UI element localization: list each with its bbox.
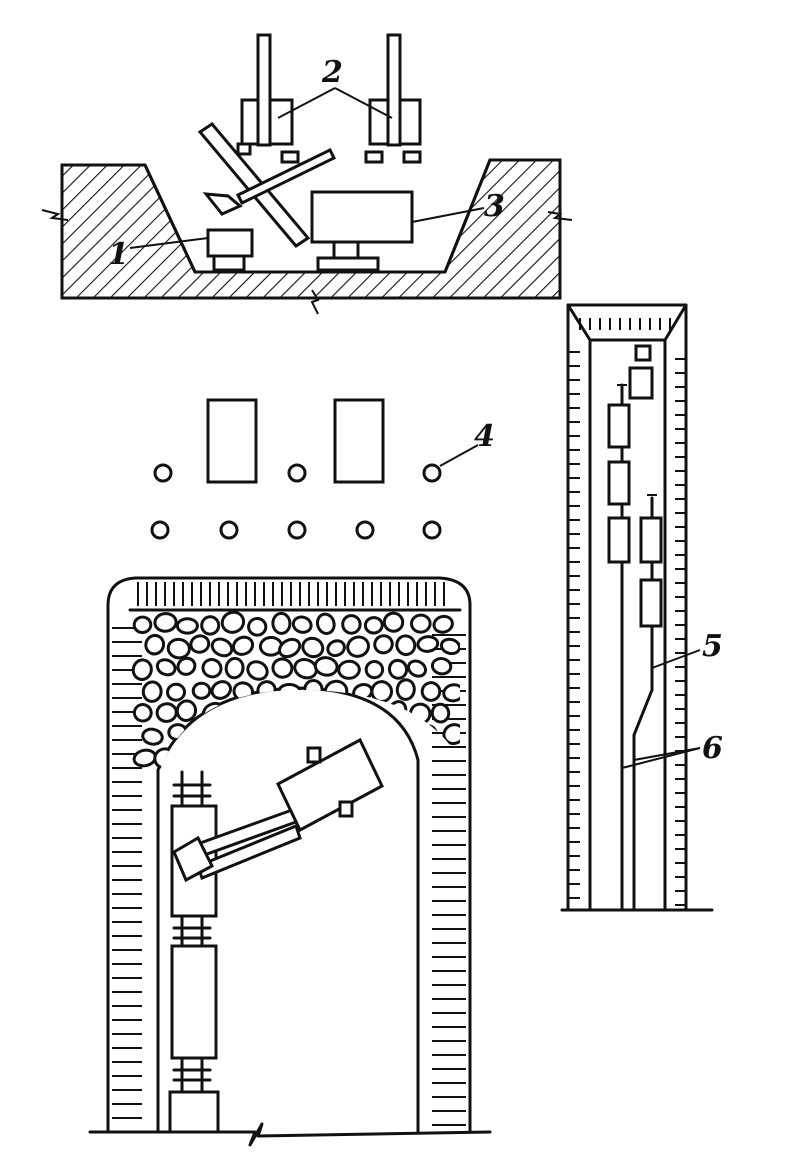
hole (287, 520, 307, 540)
label-4: 4 (474, 419, 495, 454)
shaft-lining (568, 318, 686, 906)
hole (150, 520, 170, 540)
tunnel-floor (88, 1122, 492, 1147)
trench-profile (143, 158, 492, 274)
hole (422, 463, 442, 483)
shaft-section: 5 6 (560, 303, 723, 912)
hole (287, 463, 307, 483)
tunnel-outer-lining (106, 576, 472, 1134)
machine-2-left (236, 33, 300, 164)
label-2: 2 (321, 55, 343, 90)
hole (422, 520, 442, 540)
hole (355, 520, 375, 540)
label-5: 5 (702, 629, 723, 664)
leader-3 (411, 207, 485, 223)
leader-4 (439, 444, 479, 467)
rubble-fill (131, 610, 460, 770)
charge-column-left (607, 384, 631, 564)
drilling-rig (168, 737, 384, 1134)
tunnel-section (88, 576, 492, 1147)
label-3: 3 (484, 189, 505, 224)
charge-column-right (628, 344, 663, 628)
break-mark-left (41, 209, 69, 221)
label-6: 6 (702, 731, 723, 766)
machine-2-right (364, 33, 422, 164)
leader-5 (651, 649, 701, 669)
label-1: 1 (108, 237, 129, 272)
trench-section: 2 1 3 (41, 33, 573, 315)
hole-plan: 4 (150, 398, 495, 540)
excavator-boom (197, 122, 337, 248)
hole (219, 520, 239, 540)
break-mark-bottom (310, 289, 320, 315)
machine-1 (206, 228, 254, 272)
break-mark-right (547, 211, 573, 221)
machine-3 (310, 190, 414, 272)
leader-6 (621, 747, 701, 769)
tunnel-lining (112, 582, 466, 1126)
hole (153, 463, 173, 483)
leader-1 (129, 237, 209, 249)
leader-2 (277, 87, 393, 119)
